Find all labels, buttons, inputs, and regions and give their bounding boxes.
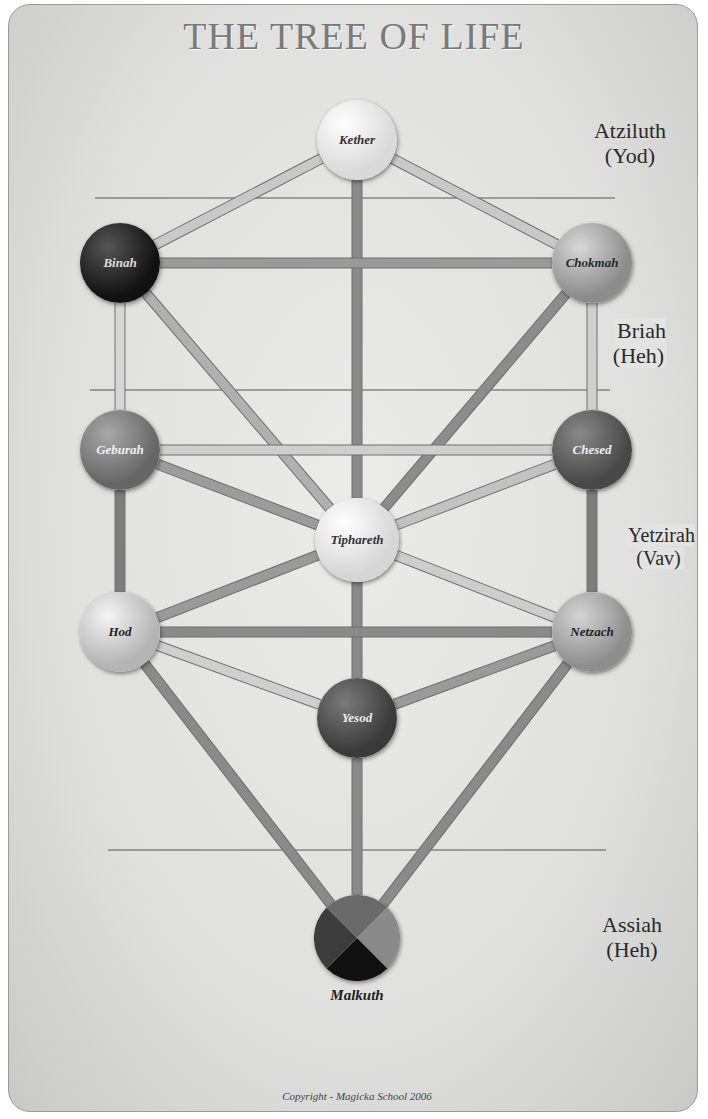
world-label: Atziluth (Yod) [594, 118, 666, 168]
path-bar [383, 664, 567, 904]
path-bar-edge [396, 555, 555, 617]
sephirah-name: Chokmah [566, 255, 619, 271]
sephirah-name: Kether [339, 132, 375, 148]
path-bar [592, 490, 593, 592]
sephirah-circle: Chokmah [552, 223, 632, 303]
path-bar-fill [116, 490, 125, 592]
path-bar-edge [395, 646, 555, 705]
sephirah-circle: Geburah [80, 410, 160, 490]
label-holder: Yetzirah (Vav) [617, 524, 703, 570]
sephirah-circle: Binah [80, 223, 160, 303]
path-bar-edge [352, 758, 363, 895]
path-bar-fill [144, 664, 330, 904]
sephirah-name: Chesed [573, 442, 612, 458]
path-bar-fill [383, 664, 567, 904]
path-bar-edge [587, 490, 598, 592]
label-holder: Briah (Heh) [600, 318, 680, 369]
path-bar-fill [395, 646, 555, 705]
path-bar-fill [160, 259, 552, 268]
path-bar [120, 490, 121, 592]
path-bar-fill [588, 490, 597, 592]
path-bar-fill [160, 628, 552, 637]
path-bar-edge [587, 303, 598, 410]
path-bar-edge [158, 646, 320, 705]
path-bar [144, 664, 330, 904]
path-bar [156, 158, 322, 244]
path-bar-edge [115, 490, 126, 592]
path-bar-fill [392, 159, 556, 245]
divider-line [90, 389, 610, 390]
path-bar-fill [396, 464, 554, 525]
path-bar-edge [144, 664, 330, 904]
sephirah-circle: Malkuth [314, 895, 400, 981]
path-bar [157, 555, 318, 617]
path-bar [160, 632, 552, 633]
sephirah-name: Geburah [96, 442, 144, 458]
path-bar [158, 646, 320, 705]
path-bar-edge [396, 464, 554, 525]
sephirah-name: Netzach [570, 624, 613, 640]
path-bar-fill [353, 758, 362, 895]
path-bar-edge [160, 258, 552, 269]
path-bar [392, 159, 556, 245]
path-bar-edge [157, 464, 317, 525]
world-label: Briah (Heh) [613, 318, 667, 368]
path-bar-edge [160, 627, 552, 638]
sephirah-circle: Chesed [552, 410, 632, 490]
path-bar [592, 303, 593, 410]
label-holder: Atziluth (Yod) [580, 118, 680, 169]
path-bar [396, 464, 554, 525]
path-bar [160, 263, 552, 264]
sephirah-circle: Kether [317, 100, 397, 180]
sephirah-circle: Tiphareth [315, 498, 399, 582]
path-bar-fill [157, 464, 317, 525]
path-bar-edge [157, 555, 318, 617]
disc-quarter [314, 908, 357, 969]
path-bar [120, 303, 121, 410]
world-label: Yetzirah (Vav) [625, 524, 695, 569]
path-bar-edge [383, 664, 567, 904]
path-bar [160, 450, 552, 451]
label-holder: Assiah (Heh) [584, 912, 680, 963]
path-bar-fill [116, 303, 125, 410]
sephirah-name: Hod [108, 624, 131, 640]
path-bar-fill [160, 446, 552, 455]
sephirah-circle: Netzach [552, 592, 632, 672]
sephirah-name: Tiphareth [331, 532, 384, 548]
path-bar [395, 646, 555, 705]
path-bar-edge [160, 445, 552, 456]
sephirah-name: Binah [103, 255, 136, 271]
path-bar-edge [115, 303, 126, 410]
path-bar-edge [156, 158, 322, 244]
diagram-title: THE TREE OF LIFE [0, 14, 708, 58]
path-bar-fill [158, 646, 320, 705]
copyright-note: Copyright - Magicka School 2006 [282, 1090, 432, 1102]
sephirah-circle: Hod [80, 592, 160, 672]
path-bar-edge [392, 159, 556, 245]
world-label: Assiah (Heh) [602, 912, 662, 962]
path-bar [396, 555, 555, 617]
sephirah-circle: Yesod [317, 678, 397, 758]
sephirah-name: Yesod [342, 710, 372, 726]
path-bar [357, 758, 358, 895]
path-bar [157, 464, 317, 525]
quartered-disc [314, 895, 400, 981]
path-bar-fill [156, 158, 322, 244]
path-bar-fill [157, 555, 318, 617]
sephirah-name: Malkuth [330, 987, 383, 1004]
label-holder: Copyright - Magicka School 2006 [207, 1090, 507, 1103]
path-bar-fill [396, 555, 555, 617]
path-bar-fill [588, 303, 597, 410]
